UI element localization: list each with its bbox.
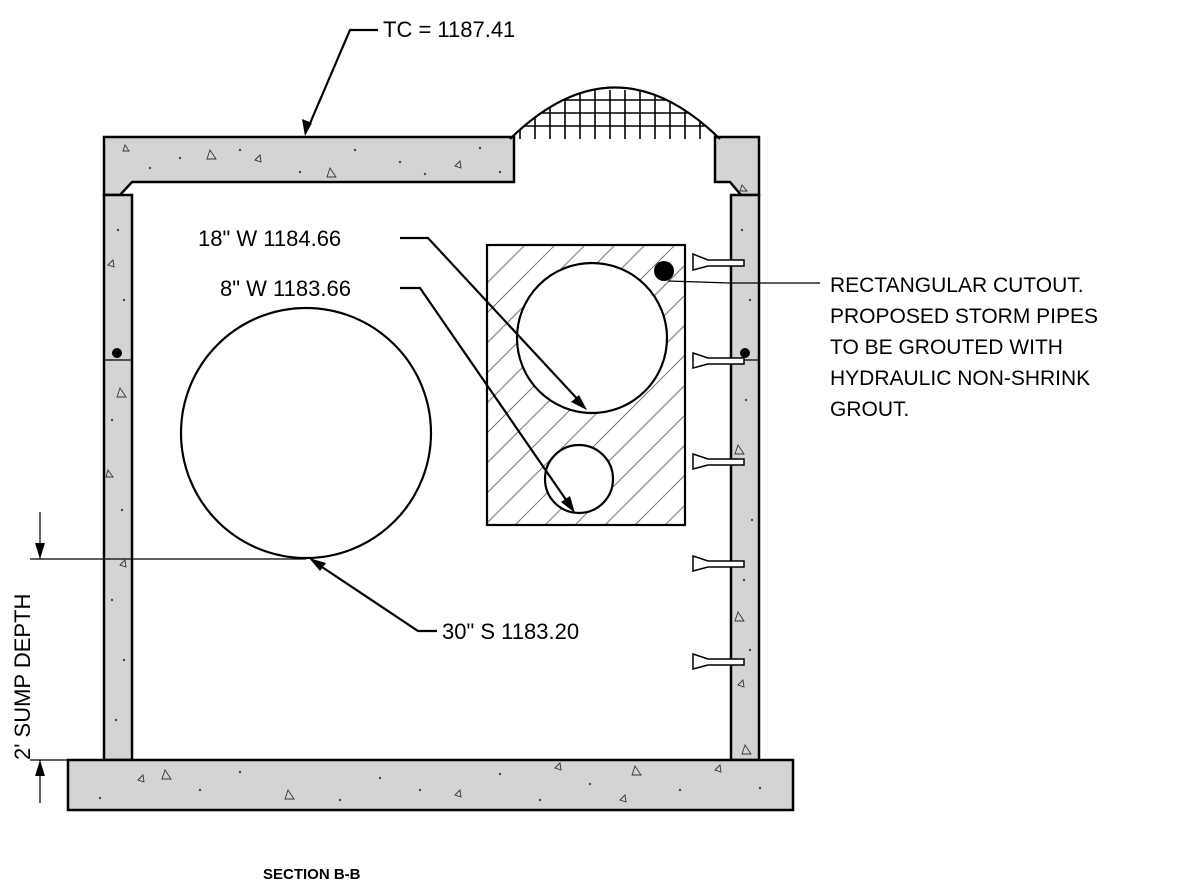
manhole-cover: [509, 86, 721, 140]
left-joint-gasket: [112, 348, 122, 358]
top-slab: [102, 135, 516, 197]
pipe-18-inch: [515, 261, 669, 415]
note-line: TO BE GROUTED WITH: [830, 336, 1063, 359]
right-joint-gasket: [740, 348, 750, 358]
grout-dot: [654, 261, 674, 281]
note-line: RECTANGULAR CUTOUT.: [830, 274, 1084, 297]
concrete-aggregate: [98, 143, 762, 803]
sump-depth-dimension: [30, 512, 306, 803]
top-of-casting-label: TC = 1187.41: [383, 17, 515, 42]
base-slab: [66, 758, 795, 812]
note-line: GROUT.: [830, 398, 909, 421]
section-title: SECTION B-B: [263, 866, 361, 883]
pipe-8-label: 8" W 1183.66: [220, 276, 351, 301]
sump-depth-label: 2' SUMP DEPTH: [10, 594, 35, 760]
rectangular-cutout: [485, 243, 687, 527]
manhole-structure: [66, 135, 795, 812]
pipe-18-label: 18" W 1184.66: [198, 226, 341, 251]
manhole-steps: [692, 252, 745, 670]
note-line: PROPOSED STORM PIPES: [830, 305, 1098, 328]
top-slab-right: [713, 135, 761, 197]
left-wall: [102, 193, 134, 762]
pipe-8-inch: [543, 443, 615, 515]
cutout-note: RECTANGULAR CUTOUT. PROPOSED STORM PIPES…: [830, 274, 1098, 421]
pipe-30-inch: [179, 306, 433, 560]
pipe-30-label: 30" S 1183.20: [442, 619, 579, 644]
right-wall: [729, 193, 761, 762]
leaders: [302, 28, 820, 633]
note-line: HYDRAULIC NON-SHRINK: [830, 367, 1090, 390]
